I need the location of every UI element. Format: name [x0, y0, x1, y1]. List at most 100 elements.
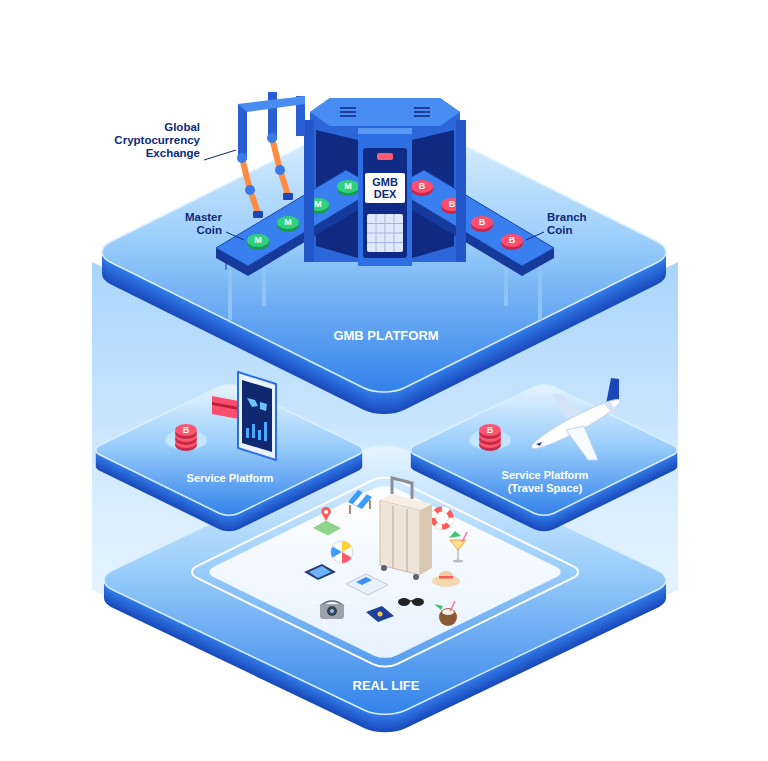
- travel-items: [457, 550, 459, 560]
- master-coin: [277, 216, 299, 229]
- belt-legs: [538, 262, 542, 320]
- travel-items: [346, 574, 388, 595]
- travel-items: [356, 577, 372, 585]
- service-tile: Service Platform (Travel Space): [403, 378, 687, 538]
- tile-shape: [88, 436, 684, 742]
- travel-items: [342, 541, 352, 552]
- robot-gantry: [238, 96, 305, 112]
- platform-title: GMB PLATFORM: [276, 328, 496, 344]
- tile-shape: [90, 106, 678, 420]
- dex-machine-front: [358, 128, 412, 266]
- dex-machine: [310, 98, 460, 126]
- callout-label: Branch Coin: [547, 211, 595, 237]
- travel-items: [327, 606, 337, 616]
- coin-letter: B: [479, 217, 486, 227]
- travel-items: [433, 509, 451, 527]
- robot-gantry: [283, 193, 293, 200]
- robot-gantry: [245, 185, 255, 195]
- dex-machine-front: [377, 153, 393, 160]
- coin-stack: [479, 424, 501, 436]
- travel-items: [453, 560, 463, 563]
- tile-shape: [90, 382, 368, 534]
- travel-items: [462, 532, 467, 542]
- coin-stack: [175, 424, 197, 436]
- coin-letter: M: [314, 199, 322, 209]
- conveyor-belt: [340, 211, 341, 221]
- phone-icon: [258, 430, 261, 440]
- airplane: [536, 442, 542, 446]
- travel-items: [381, 565, 387, 571]
- conveyor-belt: [260, 259, 261, 269]
- robot-gantry: [267, 133, 277, 143]
- travel-items: [320, 604, 344, 619]
- tile-shape: [88, 378, 372, 538]
- dex-machine: [340, 107, 356, 109]
- coin-letter: B: [509, 235, 516, 245]
- dex-machine: [414, 111, 430, 113]
- coin-letter: B: [419, 181, 426, 191]
- tile-top: [405, 382, 683, 518]
- travel-items: [312, 520, 342, 536]
- coin-letter: B: [183, 425, 190, 435]
- robot-gantry: [275, 165, 285, 175]
- branch-coin: [501, 234, 523, 247]
- phone-icon: [246, 428, 249, 438]
- travel-items: [321, 507, 331, 521]
- travel-items: [450, 601, 455, 611]
- robot-gantry: [237, 153, 247, 163]
- coin-letter: B: [449, 199, 456, 209]
- travel-items: [412, 598, 424, 606]
- dex-machine-front: [367, 214, 403, 252]
- travel-items: [309, 566, 331, 578]
- travel-items: [433, 509, 451, 527]
- phone-icon: [252, 424, 255, 438]
- phone-icon: [242, 380, 272, 452]
- platform-title: REAL LIFE: [296, 678, 476, 694]
- travel-items: [324, 510, 328, 514]
- travel-items: [439, 608, 457, 626]
- travel-items: [449, 531, 461, 538]
- dex-machine-front: [358, 128, 412, 134]
- dex-machine: [414, 115, 430, 117]
- dex-machine: [340, 111, 356, 113]
- master-coin: [247, 234, 269, 247]
- travel-items: [353, 492, 367, 506]
- travel-items: [439, 576, 453, 579]
- branch-coin: [411, 180, 433, 193]
- dex-machine-front: [376, 214, 377, 252]
- travel-items: [420, 504, 432, 575]
- travel-items: [342, 552, 352, 563]
- travel-items: [434, 604, 443, 610]
- travel-items: [442, 609, 454, 615]
- coin-letter: B: [487, 425, 494, 435]
- dex-machine-front: [367, 214, 403, 252]
- tile-top: [90, 382, 368, 518]
- belt-legs: [228, 262, 232, 320]
- travel-items: [331, 541, 353, 563]
- travel-items: [392, 506, 394, 568]
- travel-items: [450, 540, 466, 550]
- airplane: [604, 402, 618, 414]
- dex-screen: GMB DEX: [365, 173, 405, 203]
- coin-letter: M: [284, 217, 292, 227]
- phone-icon: [246, 422, 267, 441]
- phone-icon: [247, 398, 267, 411]
- travel-items: [439, 571, 453, 581]
- travel-items: [406, 509, 408, 572]
- travel-items: [378, 612, 383, 617]
- dex-machine-front: [363, 148, 407, 258]
- travel-items: [380, 500, 420, 575]
- phone-icon: [264, 422, 267, 441]
- platform-title: Service Platform (Travel Space): [489, 469, 601, 495]
- dex-machine-front: [304, 120, 314, 262]
- travel-items: [409, 600, 413, 602]
- phone-icon: [238, 372, 276, 460]
- travel-items: [331, 547, 342, 558]
- coin-letter: M: [344, 181, 352, 191]
- robot-gantry: [238, 104, 247, 160]
- branch-coin: [471, 216, 493, 229]
- master-coin: [337, 180, 359, 193]
- travel-items: [366, 606, 394, 622]
- dex-machine: [340, 107, 430, 117]
